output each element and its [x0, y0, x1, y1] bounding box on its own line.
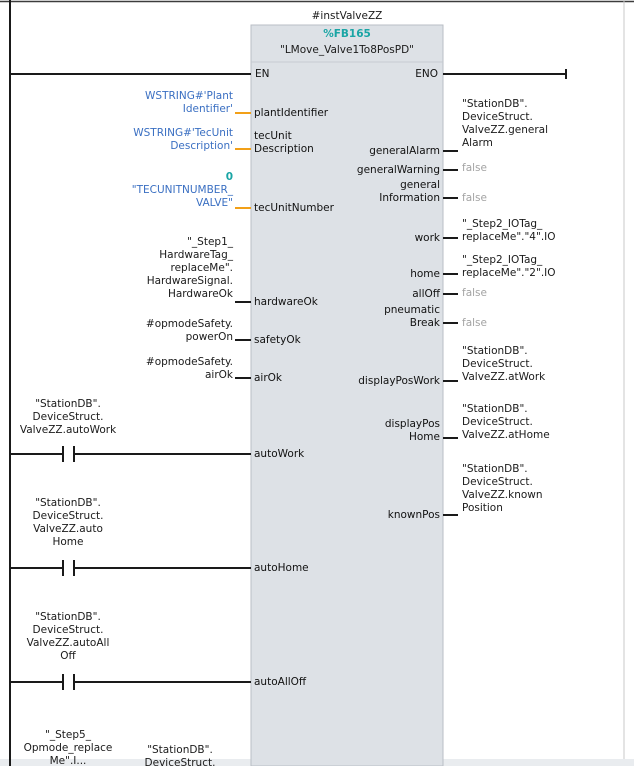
operand-autohome[interactable]: "StationDB". DeviceStruct. ValveZZ.auto …	[32, 497, 104, 548]
operand-hardwareok[interactable]: "_Step1_ HardwareTag_ replaceMe". Hardwa…	[146, 236, 233, 300]
pin-plantidentifier: plantIdentifier	[254, 107, 329, 119]
operand-generalalarm[interactable]: "StationDB". DeviceStruct. ValveZZ.gener…	[462, 98, 549, 149]
operand-tecunitnumber-constant[interactable]: "TECUNITNUMBER_ VALVE"	[131, 184, 233, 209]
pin-autoalloff: autoAllOff	[254, 676, 307, 688]
operand-displayposwork[interactable]: "StationDB". DeviceStruct. ValveZZ.atWor…	[462, 345, 546, 383]
pin-safetyok: safetyOk	[254, 334, 301, 346]
operand-generalwarning[interactable]: false	[462, 162, 487, 174]
operand-airok[interactable]: #opmodeSafety. airOk	[145, 356, 233, 381]
pin-work: work	[414, 232, 440, 244]
pin-generalalarm: generalAlarm	[369, 145, 440, 157]
pin-displayposwork: displayPosWork	[358, 375, 440, 387]
pin-knownpos: knownPos	[387, 509, 440, 521]
pin-autowork: autoWork	[254, 448, 305, 460]
operand-alloff[interactable]: false	[462, 287, 487, 299]
pin-pneumaticbreak: pneumatic Break	[384, 304, 440, 329]
operand-pneumaticbreak[interactable]: false	[462, 317, 487, 329]
function-block-body[interactable]	[250, 24, 444, 766]
pin-tecunitnumber: tecUnitNumber	[254, 202, 334, 214]
operand-stationdb-bottom[interactable]: "StationDB". DeviceStruct.	[144, 744, 216, 769]
block-instance-name[interactable]: #instValveZZ	[311, 10, 383, 22]
pin-tecunitdescription: tecUnit Description	[254, 130, 314, 155]
operand-displayposhome[interactable]: "StationDB". DeviceStruct. ValveZZ.atHom…	[462, 403, 550, 441]
pin-alloff: allOff	[412, 288, 440, 300]
operand-plantidentifier[interactable]: WSTRING#'Plant Identifier'	[145, 90, 233, 115]
block-fb-name[interactable]: "LMove_Valve1To8PosPD"	[280, 44, 414, 56]
pin-eno: ENO	[415, 68, 438, 80]
operand-knownpos[interactable]: "StationDB". DeviceStruct. ValveZZ.known…	[462, 463, 543, 514]
contact-autohome[interactable]	[10, 560, 251, 576]
operand-tecunitdescription[interactable]: WSTRING#'TecUnit Description'	[133, 127, 233, 152]
pin-en: EN	[255, 68, 270, 80]
contact-autoalloff[interactable]	[10, 674, 251, 690]
pin-home: home	[410, 268, 440, 280]
operand-work[interactable]: "_Step2_IOTag_ replaceMe"."4".IO	[462, 218, 556, 243]
operand-safetyok[interactable]: #opmodeSafety. powerOn	[145, 318, 233, 343]
pin-autohome: autoHome	[254, 562, 309, 574]
operand-home[interactable]: "_Step2_IOTag_ replaceMe"."2".IO	[462, 254, 556, 279]
operand-autowork[interactable]: "StationDB". DeviceStruct. ValveZZ.autoW…	[19, 398, 117, 436]
pin-hardwareok: hardwareOk	[254, 296, 318, 308]
operand-generalinformation[interactable]: false	[462, 192, 487, 204]
operand-autoalloff[interactable]: "StationDB". DeviceStruct. ValveZZ.autoA…	[26, 611, 110, 662]
block-fb-number: %FB165	[323, 28, 371, 40]
pin-airok: airOk	[254, 372, 283, 384]
operand-tecunitnumber-value: 0	[225, 171, 233, 183]
contact-autowork[interactable]	[10, 446, 251, 462]
operand-step5-opmode[interactable]: "_Step5_ Opmode_replace Me".I...	[23, 729, 113, 767]
pin-generalwarning: generalWarning	[356, 164, 440, 176]
pin-generalinformation: general Information	[379, 179, 440, 204]
pin-displayposhome: displayPos Home	[384, 418, 440, 443]
